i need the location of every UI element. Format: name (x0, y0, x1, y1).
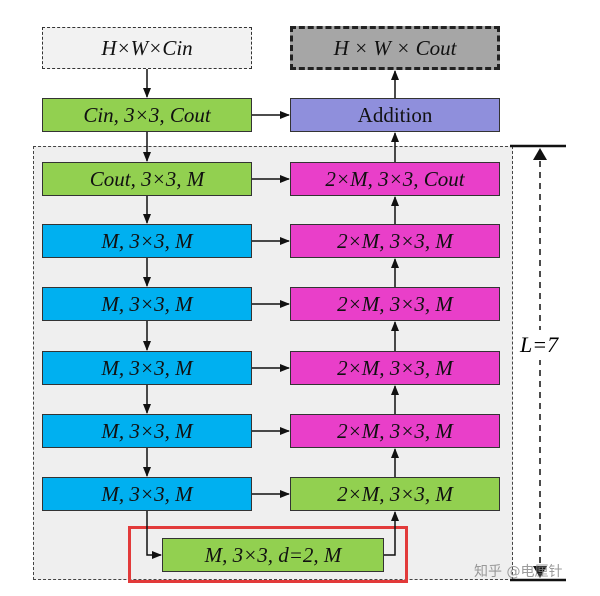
left-node-label: Cout, 3×3, M (89, 166, 205, 191)
right-node-5: 2×M, 3×3, M (290, 414, 500, 448)
right-node-label: 2×M, 3×3, M (337, 481, 453, 506)
right-node-2: 2×M, 3×3, M (290, 224, 500, 258)
right-node-label: 2×M, 3×3, M (337, 228, 453, 253)
left-node-4: M, 3×3, M (42, 351, 252, 385)
left-node-label: M, 3×3, M (101, 228, 193, 253)
left-node-2: M, 3×3, M (42, 224, 252, 258)
right-node-label: 2×M, 3×3, M (337, 291, 453, 316)
right-node-label: 2×M, 3×3, M (337, 418, 453, 443)
left-node-label: M, 3×3, M (101, 418, 193, 443)
addition-label: Addition (357, 102, 433, 127)
left-node-label: M, 3×3, M (101, 481, 193, 506)
first-conv-node: Cin, 3×3, Cout (42, 98, 252, 132)
right-node-label: 2×M, 3×3, Cout (325, 166, 465, 191)
input-node: H×W×Cin (42, 27, 252, 69)
right-node-6: 2×M, 3×3, M (290, 477, 500, 511)
right-node-1: 2×M, 3×3, Cout (290, 162, 500, 196)
right-node-label: 2×M, 3×3, M (337, 355, 453, 380)
output-node: H × W × Cout (290, 26, 500, 70)
watermark: 知乎 @电厘针 (474, 564, 563, 580)
addition-node: Addition (290, 98, 500, 132)
first-conv-label: Cin, 3×3, Cout (83, 102, 211, 127)
dilated-conv-node: M, 3×3, d=2, M (162, 538, 384, 572)
left-node-3: M, 3×3, M (42, 287, 252, 321)
input-label: H×W×Cin (101, 35, 193, 60)
left-node-label: M, 3×3, M (101, 291, 193, 316)
right-node-3: 2×M, 3×3, M (290, 287, 500, 321)
left-node-1: Cout, 3×3, M (42, 162, 252, 196)
right-node-4: 2×M, 3×3, M (290, 351, 500, 385)
left-node-5: M, 3×3, M (42, 414, 252, 448)
dilated-conv-label: M, 3×3, d=2, M (204, 542, 342, 567)
output-label: H × W × Cout (333, 35, 457, 60)
highlight-box (128, 526, 408, 583)
depth-label: L=7 (520, 330, 559, 360)
left-node-6: M, 3×3, M (42, 477, 252, 511)
left-node-label: M, 3×3, M (101, 355, 193, 380)
